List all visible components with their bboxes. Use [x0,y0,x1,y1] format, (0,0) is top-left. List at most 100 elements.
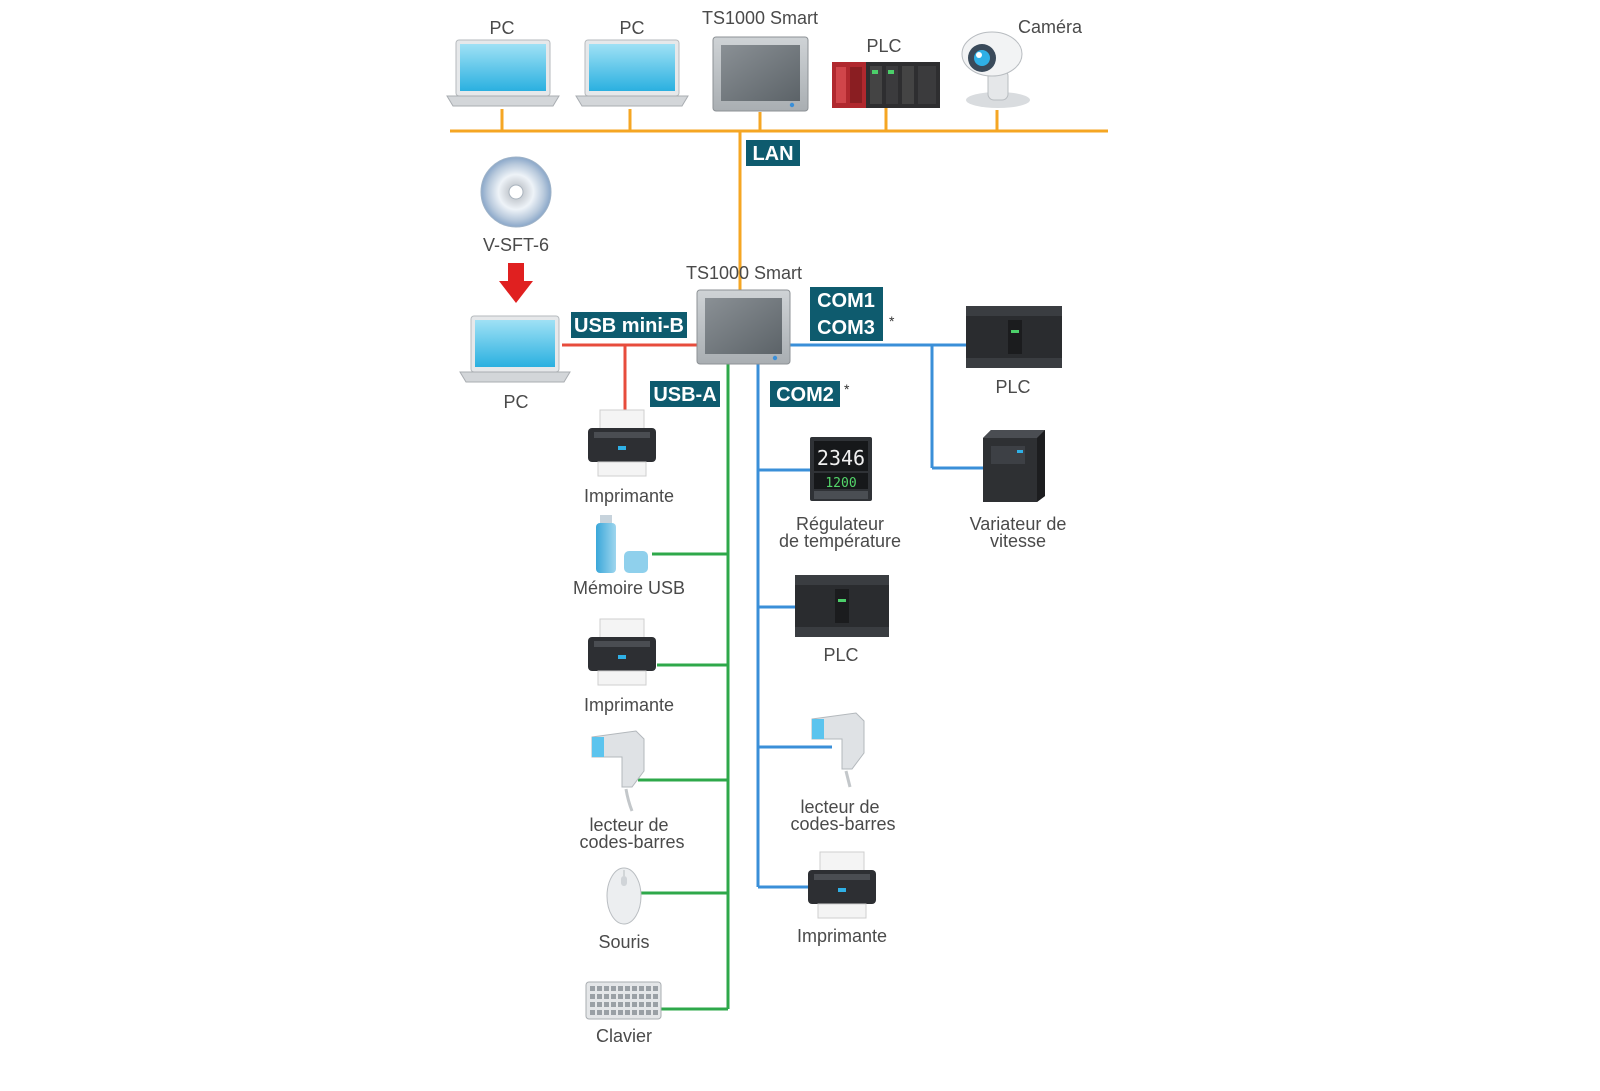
keyboard-key [597,986,602,991]
laptop-icon [459,315,571,383]
keyboard-key [597,1002,602,1007]
tag-usb-a-text: USB-A [653,384,716,406]
label-software: V-SFT-6 [483,235,549,255]
label-pc-left: PC [503,392,528,412]
keyboard-key [618,994,623,999]
keyboard-key [604,986,609,991]
plc-icon [795,575,889,637]
label-barcode-usb-2: codes-barres [579,832,684,852]
label-plc-com1: PLC [995,377,1030,397]
keyboard-key [632,1002,637,1007]
keyboard-key [653,1010,658,1015]
keyboard-key [604,1002,609,1007]
tag-com3-text: COM3 [817,317,875,339]
keyboard-key [618,986,623,991]
label-barcode-com-2: codes-barres [790,814,895,834]
temperature-controller-icon: 2346 1200 [810,437,872,501]
mouse-icon [606,867,642,925]
keyboard-key [625,994,630,999]
label-ts-main: TS1000 Smart [686,263,802,283]
barcode-reader-icon [811,712,865,788]
laptop-icon [446,39,560,107]
tag-com1-text: COM1 [817,290,875,312]
barcode-reader-icon [591,730,645,812]
keyboard-key [604,1010,609,1015]
tag-usb-mini-b: USB mini-B [571,312,687,338]
keyboard-key [632,986,637,991]
keyboard-key [653,1002,658,1007]
keyboard-key [611,1002,616,1007]
keyboard-key [625,986,630,991]
label-printer-2: Imprimante [584,695,674,715]
label-printer-1: Imprimante [584,486,674,506]
label-plc-top: PLC [866,36,901,56]
keyboard-key [639,986,644,991]
label-usb-memory: Mémoire USB [573,578,685,598]
cd-disc-icon [480,156,552,228]
tag-lan-text: LAN [752,143,793,165]
com-lines [756,343,985,889]
plc-icon [966,306,1062,368]
keyboard-key [653,986,658,991]
keyboard-key [604,994,609,999]
printer-icon [588,409,656,477]
download-arrow-icon [499,263,533,303]
keyboard-key [625,1002,630,1007]
keyboard-key [653,994,658,999]
tag-usb-a: USB-A [650,381,720,407]
keyboard-key [618,1002,623,1007]
label-pc-1: PC [489,18,514,38]
temp-display-top: 2346 [817,446,865,470]
keyboard-key [590,986,595,991]
camera-icon [961,31,1030,108]
label-barcode-com-1: lecteur de [800,797,879,817]
printer-icon [808,851,876,919]
label-temp-1: Régulateur [796,514,884,534]
keyboard-key [597,994,602,999]
keyboard-key [646,994,651,999]
lan-lines [450,108,1108,290]
laptop-icon [575,39,689,107]
tag-com2-footnote: * [844,381,850,397]
temp-display-bottom: 1200 [825,476,856,491]
keyboard-key [590,994,595,999]
tag-com3-footnote: * [889,313,895,329]
label-mouse: Souris [598,932,649,952]
keyboard-key [639,1010,644,1015]
tag-usb-mini-text: USB mini-B [574,315,684,337]
keyboard-key [632,1010,637,1015]
label-barcode-usb-1: lecteur de [589,815,668,835]
keyboard-key [590,1002,595,1007]
keyboard-key [646,986,651,991]
keyboard-key [639,994,644,999]
usb-memory-icon [596,515,648,573]
label-pc-2: PC [619,18,644,38]
touch-panel-main-icon [696,289,791,365]
inverter-icon [983,430,1045,502]
keyboard-key [632,994,637,999]
keyboard-key [639,1002,644,1007]
usb-mini-lines [562,343,697,412]
label-inverter-1: Variateur de [970,514,1067,534]
plc-rack-icon [832,62,940,108]
touch-panel-icon [712,36,809,112]
label-keyboard: Clavier [596,1026,652,1046]
keyboard-key [646,1010,651,1015]
keyboard-key [625,1010,630,1015]
label-temp-2: de température [779,531,901,551]
tag-lan: LAN [746,140,800,166]
keyboard-key [611,1010,616,1015]
keyboard-icon [585,981,662,1020]
tag-com1-com3: COM1 COM3 * [810,287,895,341]
label-inverter-2: vitesse [990,531,1046,551]
keyboard-key [597,1010,602,1015]
keyboard-key [590,1010,595,1015]
tag-com2-text: COM2 [776,384,834,406]
label-ts-top: TS1000 Smart [702,8,818,28]
tag-com2: COM2 * [770,381,850,407]
label-plc-com2: PLC [823,645,858,665]
keyboard-key [611,986,616,991]
keyboard-key [611,994,616,999]
keyboard-key [618,1010,623,1015]
